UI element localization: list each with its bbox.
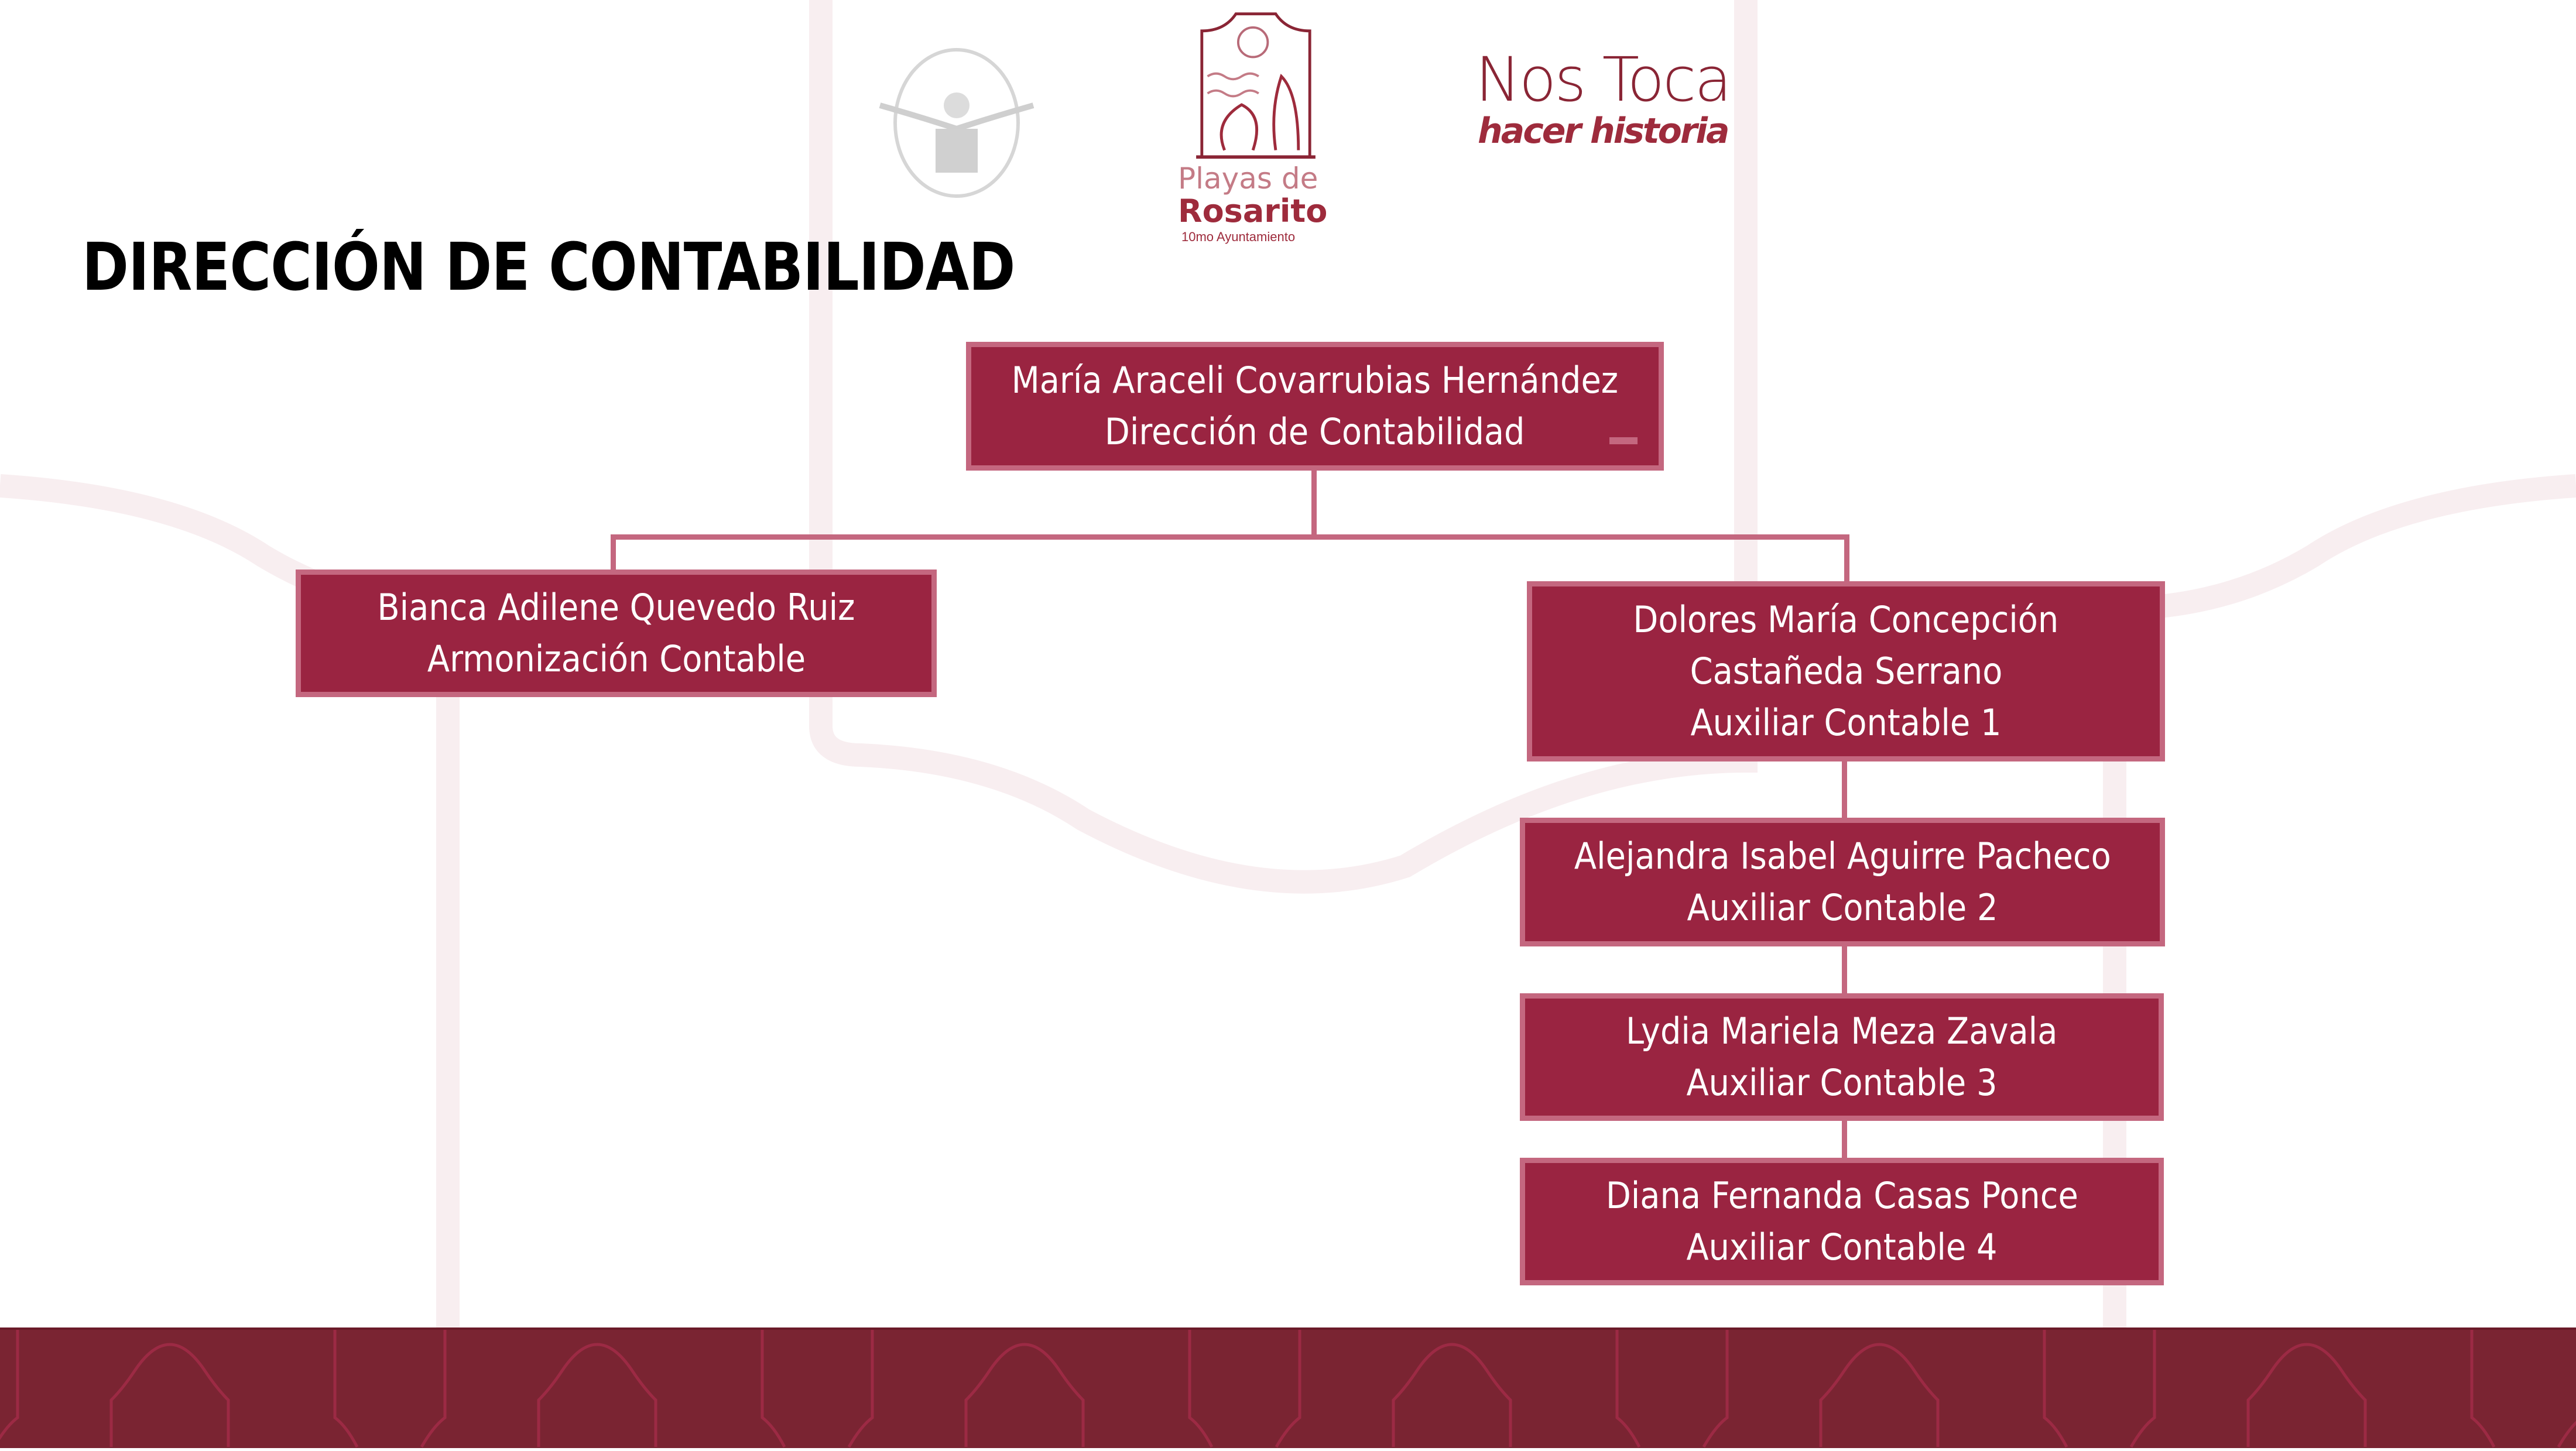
node-role: Auxiliar Contable 2	[1687, 886, 1998, 929]
node-name: María Araceli Covarrubias Hernández	[1011, 359, 1619, 402]
org-node-auxiliar-3: Lydia Mariela Meza Zavala Auxiliar Conta…	[1520, 993, 2164, 1121]
node-role: Auxiliar Contable 3	[1686, 1061, 1998, 1104]
slogan-line1: Nos Toca	[1475, 44, 1732, 115]
city-logo-line1: Playas de	[1178, 162, 1318, 195]
node-name: Castañeda Serrano	[1690, 650, 2002, 692]
connector	[1311, 468, 1317, 540]
node-name: Bianca Adilene Quevedo Ruiz	[377, 586, 855, 629]
connector	[1842, 1118, 1847, 1160]
city-logo-line2: Rosarito	[1178, 193, 1328, 229]
footer-band	[0, 1327, 2576, 1448]
city-logo-line3: 10mo Ayuntamiento	[1181, 229, 1296, 244]
connector	[611, 534, 1849, 540]
footer-pattern	[0, 1330, 2576, 1448]
page-title: DIRECCIÓN DE CONTABILIDAD	[82, 229, 1016, 306]
node-name: Dolores María Concepción	[1633, 598, 2059, 641]
slogan-line2: hacer historia	[1478, 111, 1729, 152]
node-role: Auxiliar Contable 1	[1690, 701, 2002, 744]
org-node-director: María Araceli Covarrubias Hernández Dire…	[966, 342, 1664, 471]
connector	[611, 534, 616, 572]
org-node-auxiliar-1: Dolores María Concepción Castañeda Serra…	[1527, 581, 2165, 761]
node-role: Dirección de Contabilidad	[1105, 410, 1525, 453]
connector	[1844, 534, 1849, 584]
node-role: Auxiliar Contable 4	[1686, 1226, 1998, 1268]
municipal-seal-logo	[879, 48, 1034, 198]
org-node-armonizacion: Bianca Adilene Quevedo Ruiz Armonización…	[296, 570, 937, 697]
node-role: Armonización Contable	[427, 637, 806, 680]
connector	[1842, 944, 1847, 996]
org-node-auxiliar-2: Alejandra Isabel Aguirre Pacheco Auxilia…	[1520, 818, 2165, 946]
node-name: Lydia Mariela Meza Zavala	[1626, 1010, 2058, 1052]
org-node-auxiliar-4: Diana Fernanda Casas Ponce Auxiliar Cont…	[1520, 1158, 2164, 1285]
connector	[1842, 758, 1847, 819]
node-name: Alejandra Isabel Aguirre Pacheco	[1574, 835, 2111, 877]
collapse-icon[interactable]	[1609, 437, 1638, 444]
rosarito-emblem-icon	[1196, 12, 1316, 159]
footer-wave	[0, 1330, 2576, 1448]
node-name: Diana Fernanda Casas Ponce	[1605, 1174, 2078, 1217]
